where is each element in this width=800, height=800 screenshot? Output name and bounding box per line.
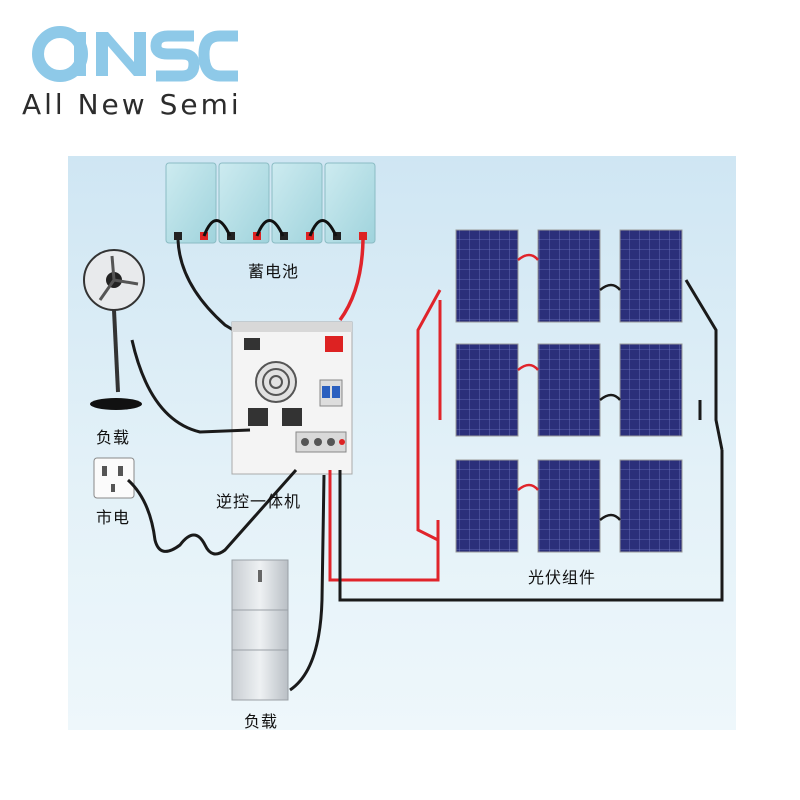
inverter-label: 逆控一体机 xyxy=(216,492,302,511)
inverter-icon xyxy=(231,321,353,475)
grid-label: 市电 xyxy=(96,508,131,527)
fan-load-label: 负载 xyxy=(96,428,131,447)
fan-load-wire xyxy=(130,339,251,434)
solar-panel-icon xyxy=(537,343,601,437)
grid-wire xyxy=(126,469,298,556)
solar-panel-icon xyxy=(619,343,683,437)
fan-icon xyxy=(83,249,145,410)
brand-tagline: All New Semi xyxy=(22,88,242,121)
battery-icon xyxy=(218,162,270,244)
pv-negative-wire xyxy=(338,450,724,602)
solar-panel-icon xyxy=(537,229,601,323)
fridge-icon xyxy=(231,559,289,701)
battery-icon xyxy=(324,162,376,244)
battery-bank xyxy=(165,162,376,244)
brand-logo xyxy=(30,14,240,88)
solar-label: 光伏组件 xyxy=(528,568,597,587)
outlet-icon xyxy=(93,457,135,499)
solar-panel-icon xyxy=(455,229,519,323)
logo-graphic xyxy=(32,26,238,82)
solar-panel-icon xyxy=(619,459,683,553)
solar-panel-icon xyxy=(455,459,519,553)
battery-negative-wire xyxy=(176,239,251,342)
pv-positive-wire xyxy=(328,470,440,582)
solar-array xyxy=(455,229,683,553)
fridge-load-wire xyxy=(289,474,326,692)
solar-panel-icon xyxy=(455,343,519,437)
battery-label: 蓄电池 xyxy=(248,262,300,281)
solar-panel-icon xyxy=(619,229,683,323)
solar-panel-icon xyxy=(537,459,601,553)
fridge-load-label: 负载 xyxy=(244,712,279,731)
battery-icon xyxy=(165,162,217,244)
battery-positive-wire xyxy=(338,239,365,322)
